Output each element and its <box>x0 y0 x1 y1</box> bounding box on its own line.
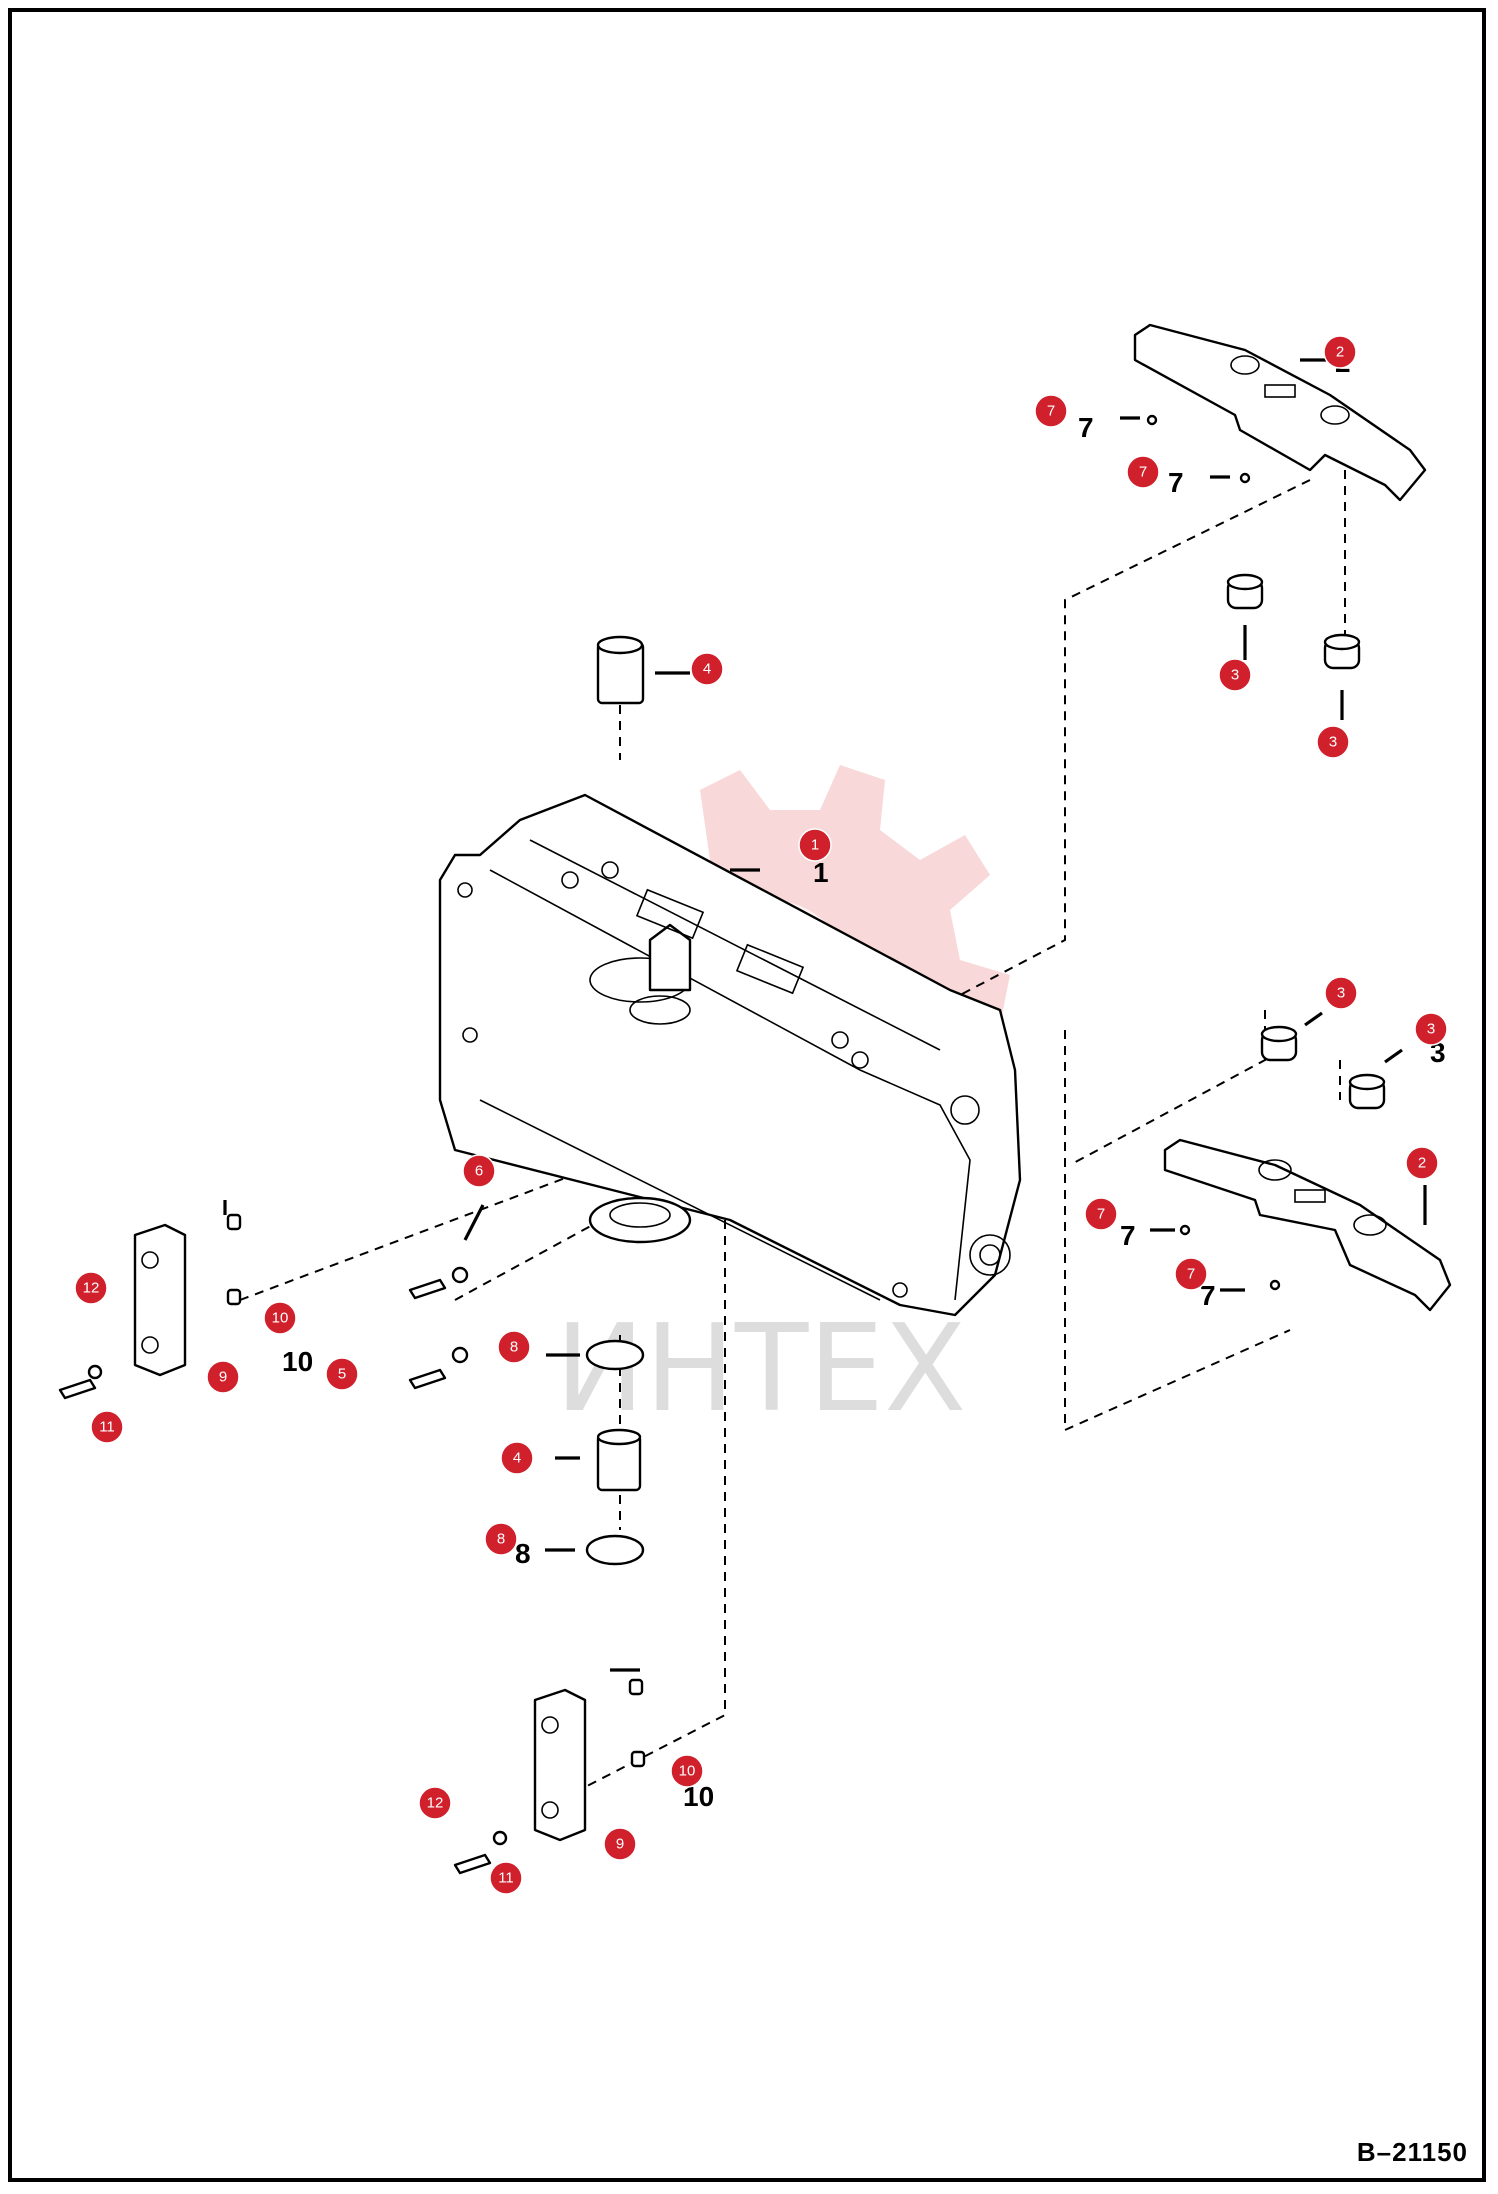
svg-text:3: 3 <box>1337 985 1345 1002</box>
svg-text:12: 12 <box>427 1795 444 1812</box>
svg-text:11: 11 <box>498 1870 514 1887</box>
svg-text:7: 7 <box>1139 464 1147 481</box>
callout-9-bottom[interactable]: 9 <box>603 1827 637 1861</box>
svg-text:7: 7 <box>1200 1280 1216 1311</box>
part-seal-d <box>1348 1073 1386 1110</box>
callout-12-left[interactable]: 12 <box>74 1271 108 1305</box>
svg-text:7: 7 <box>1120 1220 1136 1251</box>
small-hardware <box>58 414 1281 1875</box>
svg-text:7: 7 <box>1097 1206 1105 1223</box>
part-bushing-upper <box>596 635 645 705</box>
svg-text:3: 3 <box>1231 667 1239 684</box>
callout-4-upper[interactable]: 4 <box>690 652 724 686</box>
svg-text:10: 10 <box>679 1763 696 1780</box>
part-lock-plate-bottom <box>533 1688 587 1842</box>
svg-text:6: 6 <box>475 1163 483 1180</box>
part-lock-plate-left <box>133 1223 187 1377</box>
svg-text:7: 7 <box>1078 412 1094 443</box>
callout-7-b[interactable]: 7 <box>1126 455 1160 489</box>
svg-text:4: 4 <box>703 661 711 678</box>
callout-3-b[interactable]: 3 <box>1316 725 1350 759</box>
callout-7-c[interactable]: 7 <box>1084 1197 1118 1231</box>
svg-text:8: 8 <box>510 1339 518 1356</box>
svg-text:3: 3 <box>1329 734 1337 751</box>
leader-lines <box>223 358 1427 1672</box>
callout-7-d[interactable]: 7 <box>1174 1257 1208 1291</box>
svg-text:5: 5 <box>338 1366 346 1383</box>
document-id: B–21150 <box>1356 2137 1468 2167</box>
callout-9-left[interactable]: 9 <box>206 1360 240 1394</box>
callout-12-bottom[interactable]: 12 <box>418 1786 452 1820</box>
part-main-frame <box>438 793 1022 1317</box>
svg-text:7: 7 <box>1168 467 1184 498</box>
callout-3-c[interactable]: 3 <box>1324 976 1358 1010</box>
callout-11-bottom[interactable]: 11 <box>489 1861 523 1895</box>
svg-text:1: 1 <box>811 837 819 854</box>
svg-text:8: 8 <box>515 1538 531 1569</box>
part-ring-upper <box>585 1339 645 1371</box>
svg-text:7: 7 <box>1187 1266 1195 1283</box>
callout-10-left[interactable]: 10 <box>263 1301 297 1335</box>
callout-6[interactable]: 6 <box>462 1154 496 1188</box>
part-bushing-lower <box>596 1428 642 1492</box>
callout-10-bottom[interactable]: 10 <box>670 1754 704 1788</box>
part-ring-lower <box>585 1534 645 1566</box>
callout-8-lower[interactable]: 8 <box>484 1522 518 1556</box>
callout-4-lower[interactable]: 4 <box>500 1441 534 1475</box>
callout-5[interactable]: 5 <box>325 1357 359 1391</box>
part-bracket-upper <box>1133 323 1427 502</box>
svg-text:10: 10 <box>282 1346 313 1377</box>
svg-text:12: 12 <box>83 1280 100 1297</box>
callout-3-a[interactable]: 3 <box>1218 658 1252 692</box>
svg-text:7: 7 <box>1047 403 1055 420</box>
callout-8-upper[interactable]: 8 <box>497 1330 531 1364</box>
callout-2-lower[interactable]: 2 <box>1405 1146 1439 1180</box>
svg-text:9: 9 <box>616 1836 624 1853</box>
svg-text:8: 8 <box>497 1531 505 1548</box>
part-seal-a <box>1226 573 1264 610</box>
part-seal-c <box>1260 1025 1298 1062</box>
svg-text:11: 11 <box>99 1419 115 1436</box>
part-seal-b <box>1323 633 1361 670</box>
callout-2-upper[interactable]: 2 <box>1323 335 1357 369</box>
svg-text:2: 2 <box>1418 1155 1426 1172</box>
svg-text:4: 4 <box>513 1450 521 1467</box>
part-bracket-lower <box>1163 1138 1452 1312</box>
svg-text:3: 3 <box>1427 1021 1435 1038</box>
svg-text:9: 9 <box>219 1369 227 1386</box>
svg-text:2: 2 <box>1336 344 1344 361</box>
svg-text:10: 10 <box>272 1310 289 1327</box>
callout-1[interactable]: 1 <box>798 828 832 862</box>
svg-text:1: 1 <box>813 857 829 888</box>
callout-3-d[interactable]: 3 <box>1414 1012 1448 1046</box>
callout-7-a[interactable]: 7 <box>1034 394 1068 428</box>
callout-11-left[interactable]: 11 <box>90 1410 124 1444</box>
